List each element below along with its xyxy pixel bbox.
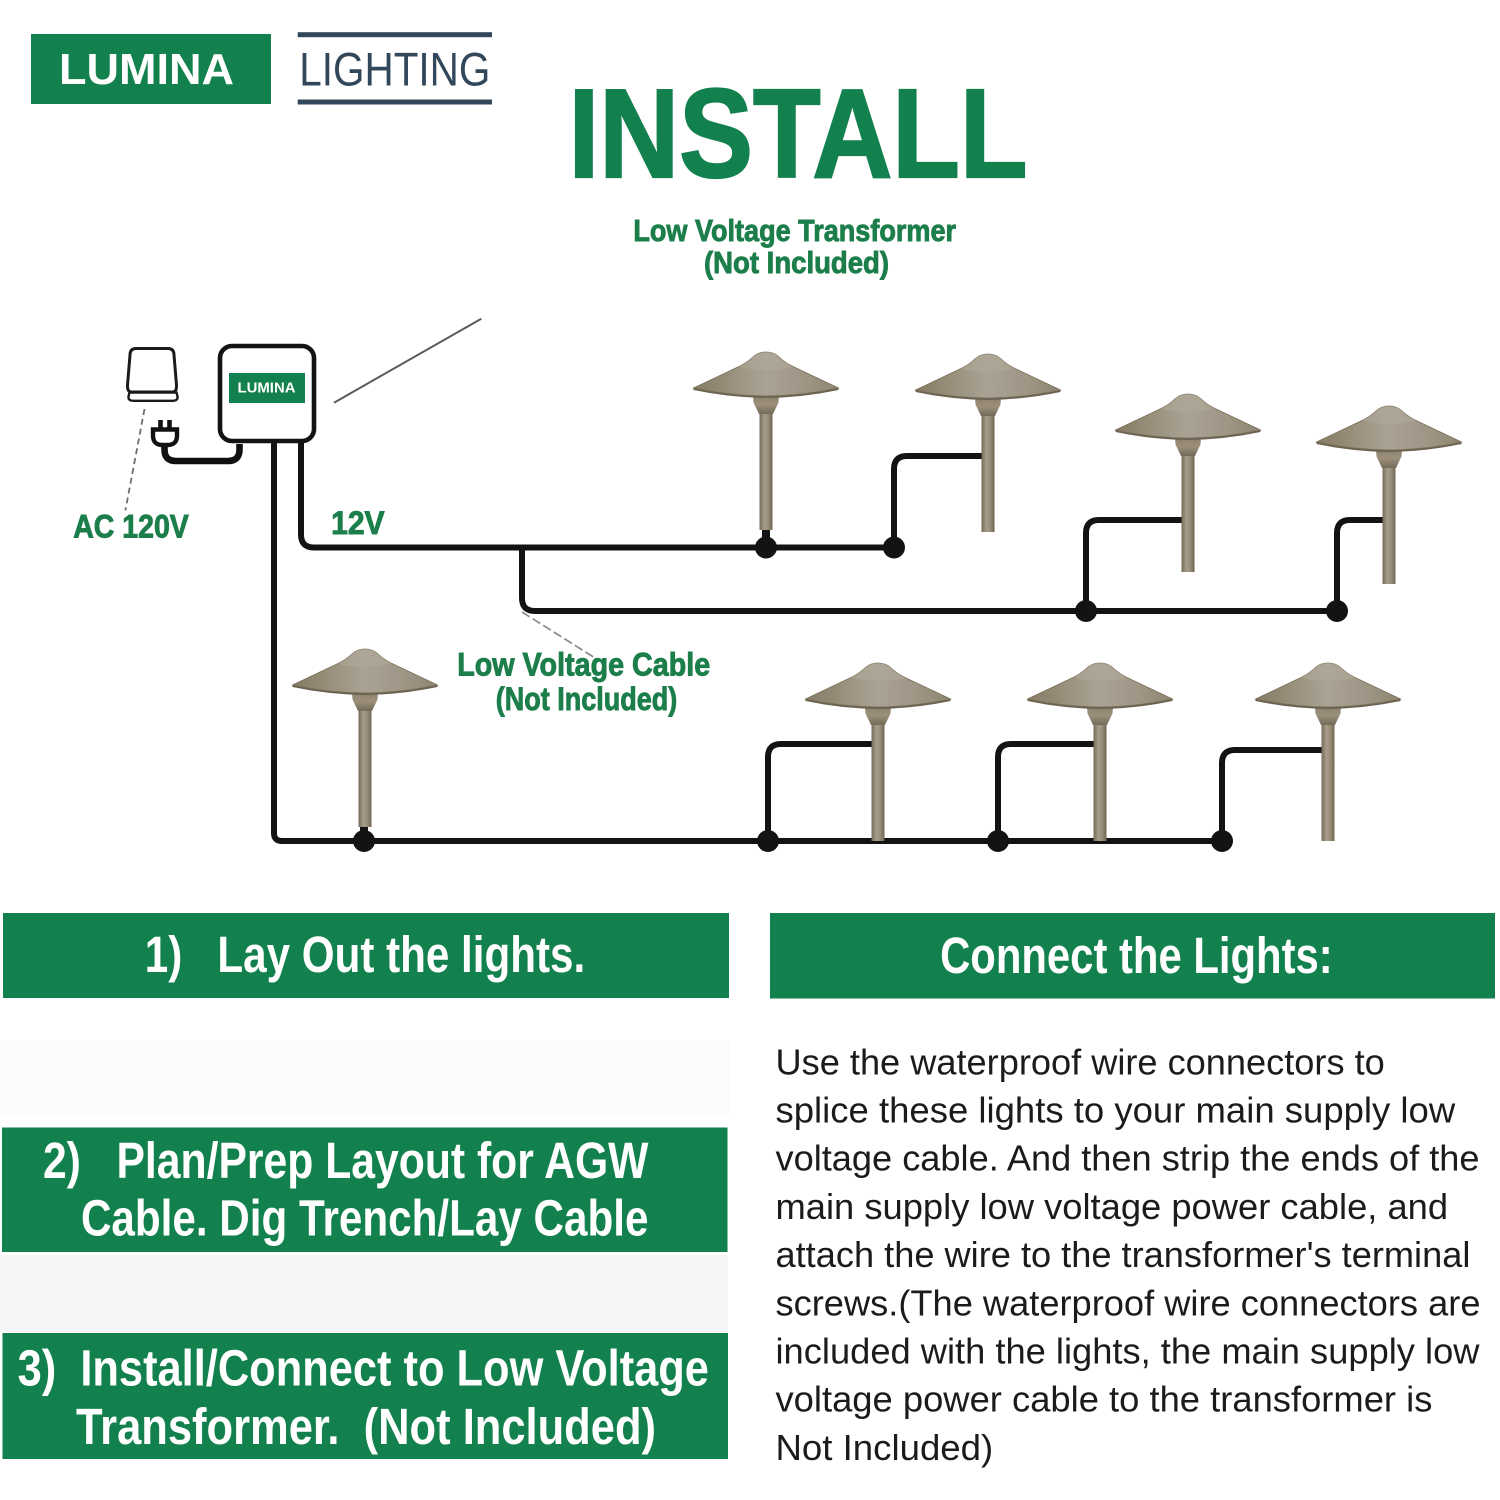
svg-text:Transformer. (Not Included): Transformer. (Not Included) — [76, 1398, 656, 1455]
svg-text:LUMINA: LUMINA — [59, 46, 234, 94]
svg-text:1) Lay Out the lights.: 1) Lay Out the lights. — [145, 926, 585, 983]
svg-text:voltage cable. And then strip: voltage cable. And then strip the ends o… — [776, 1138, 1480, 1179]
svg-text:AC 120V: AC 120V — [73, 509, 189, 545]
svg-text:Not Included): Not Included) — [776, 1427, 994, 1468]
svg-text:splice these lights to your ma: splice these lights to your main supply … — [776, 1090, 1456, 1131]
svg-text:voltage power cable to the tra: voltage power cable to the transformer i… — [776, 1379, 1433, 1420]
svg-text:12V: 12V — [331, 505, 385, 541]
svg-text:3) Install/Connect to Low Vol: 3) Install/Connect to Low Voltage — [18, 1340, 709, 1397]
svg-text:Low Voltage Transformer: Low Voltage Transformer — [633, 213, 956, 248]
svg-text:Low Voltage Cable: Low Voltage Cable — [457, 647, 710, 683]
svg-text:main supply low voltage power: main supply low voltage power cable, and — [776, 1186, 1449, 1227]
svg-text:Cable. Dig Trench/Lay Cable: Cable. Dig Trench/Lay Cable — [81, 1190, 649, 1247]
svg-text:screws.(The waterproof wire co: screws.(The waterproof wire connectors a… — [776, 1282, 1481, 1323]
svg-text:(Not Included): (Not Included) — [496, 681, 678, 717]
svg-text:included with the lights, the: included with the lights, the main suppl… — [776, 1331, 1481, 1372]
svg-text:attach the wire to the transfo: attach the wire to the transformer's ter… — [776, 1234, 1471, 1275]
svg-text:Connect the Lights:: Connect the Lights: — [940, 927, 1333, 984]
svg-text:2) Plan/Prep Layout for AGW: 2) Plan/Prep Layout for AGW — [43, 1132, 649, 1189]
svg-text:LIGHTING: LIGHTING — [299, 43, 490, 96]
svg-text:(Not Included): (Not Included) — [704, 245, 889, 280]
svg-text:INSTALL: INSTALL — [569, 62, 1028, 204]
svg-text:LUMINA: LUMINA — [238, 381, 297, 397]
svg-text:Use the waterproof wire connec: Use the waterproof wire connectors to — [776, 1041, 1385, 1082]
